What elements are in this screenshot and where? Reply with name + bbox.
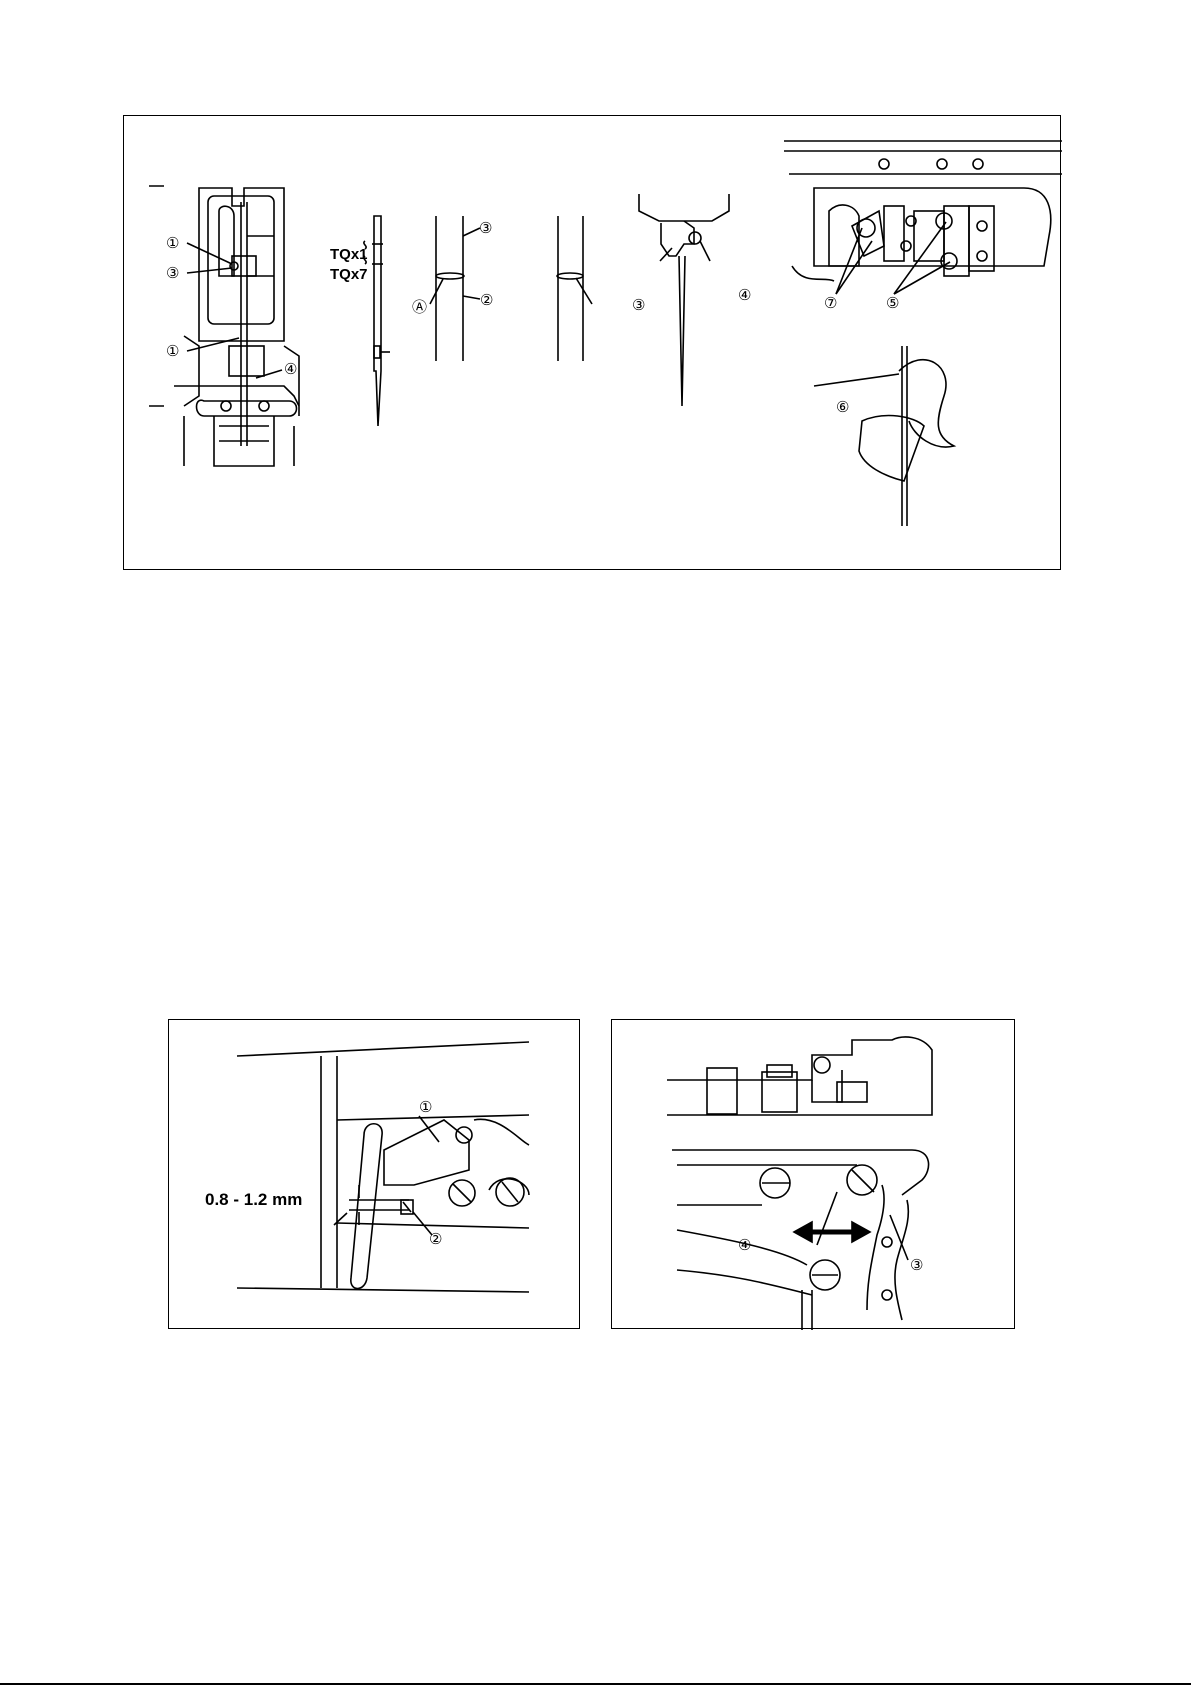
callout-3-clamp: ③ — [632, 296, 645, 314]
callout-1-lower: ① — [166, 342, 179, 360]
needle-type-tqx7: TQx7 — [330, 266, 368, 283]
callout-4-left: ④ — [284, 360, 297, 378]
thread-guide-adjustment-figure: ① 0.8 - 1.2 mm ② — [168, 1019, 580, 1329]
needle-groove-drawing — [364, 216, 390, 426]
callout-4-hook: ④ — [738, 1236, 751, 1254]
callout-2-bar: ② — [480, 291, 493, 309]
callout-5: ⑤ — [886, 294, 899, 312]
hook-assembly-drawing — [784, 141, 1062, 294]
hook-point-drawing — [814, 346, 954, 526]
callout-4-clamp: ④ — [738, 286, 751, 304]
needle-bar-pair-drawing — [430, 216, 592, 361]
callout-3-bar: ③ — [479, 219, 492, 237]
needle-installation-figure: ① ③ ① ④ TQx1 TQx7 ③ Ⓐ ② ③ ④ ⑦ ⑤ ⑥ — [123, 115, 1061, 570]
gap-measurement: 0.8 - 1.2 mm — [205, 1190, 302, 1210]
callout-7: ⑦ — [824, 294, 837, 312]
machine-head-drawing — [149, 186, 299, 466]
thread-guide-drawing — [169, 1020, 581, 1330]
callout-3-left: ③ — [166, 264, 179, 282]
needle-clamp-drawing — [639, 194, 729, 406]
callout-3-hook: ③ — [910, 1256, 923, 1274]
hook-position-figure: ④ ③ — [611, 1019, 1015, 1329]
needle-installation-drawing — [124, 116, 1062, 571]
hook-position-drawing — [612, 1020, 1016, 1330]
callout-6: ⑥ — [836, 398, 849, 416]
callout-1-upper: ① — [166, 234, 179, 252]
needle-type-tqx1: TQx1 — [330, 246, 368, 263]
callout-2-guide: ② — [429, 1230, 442, 1248]
callout-1-guide: ① — [419, 1098, 432, 1116]
callout-a: Ⓐ — [412, 296, 427, 317]
